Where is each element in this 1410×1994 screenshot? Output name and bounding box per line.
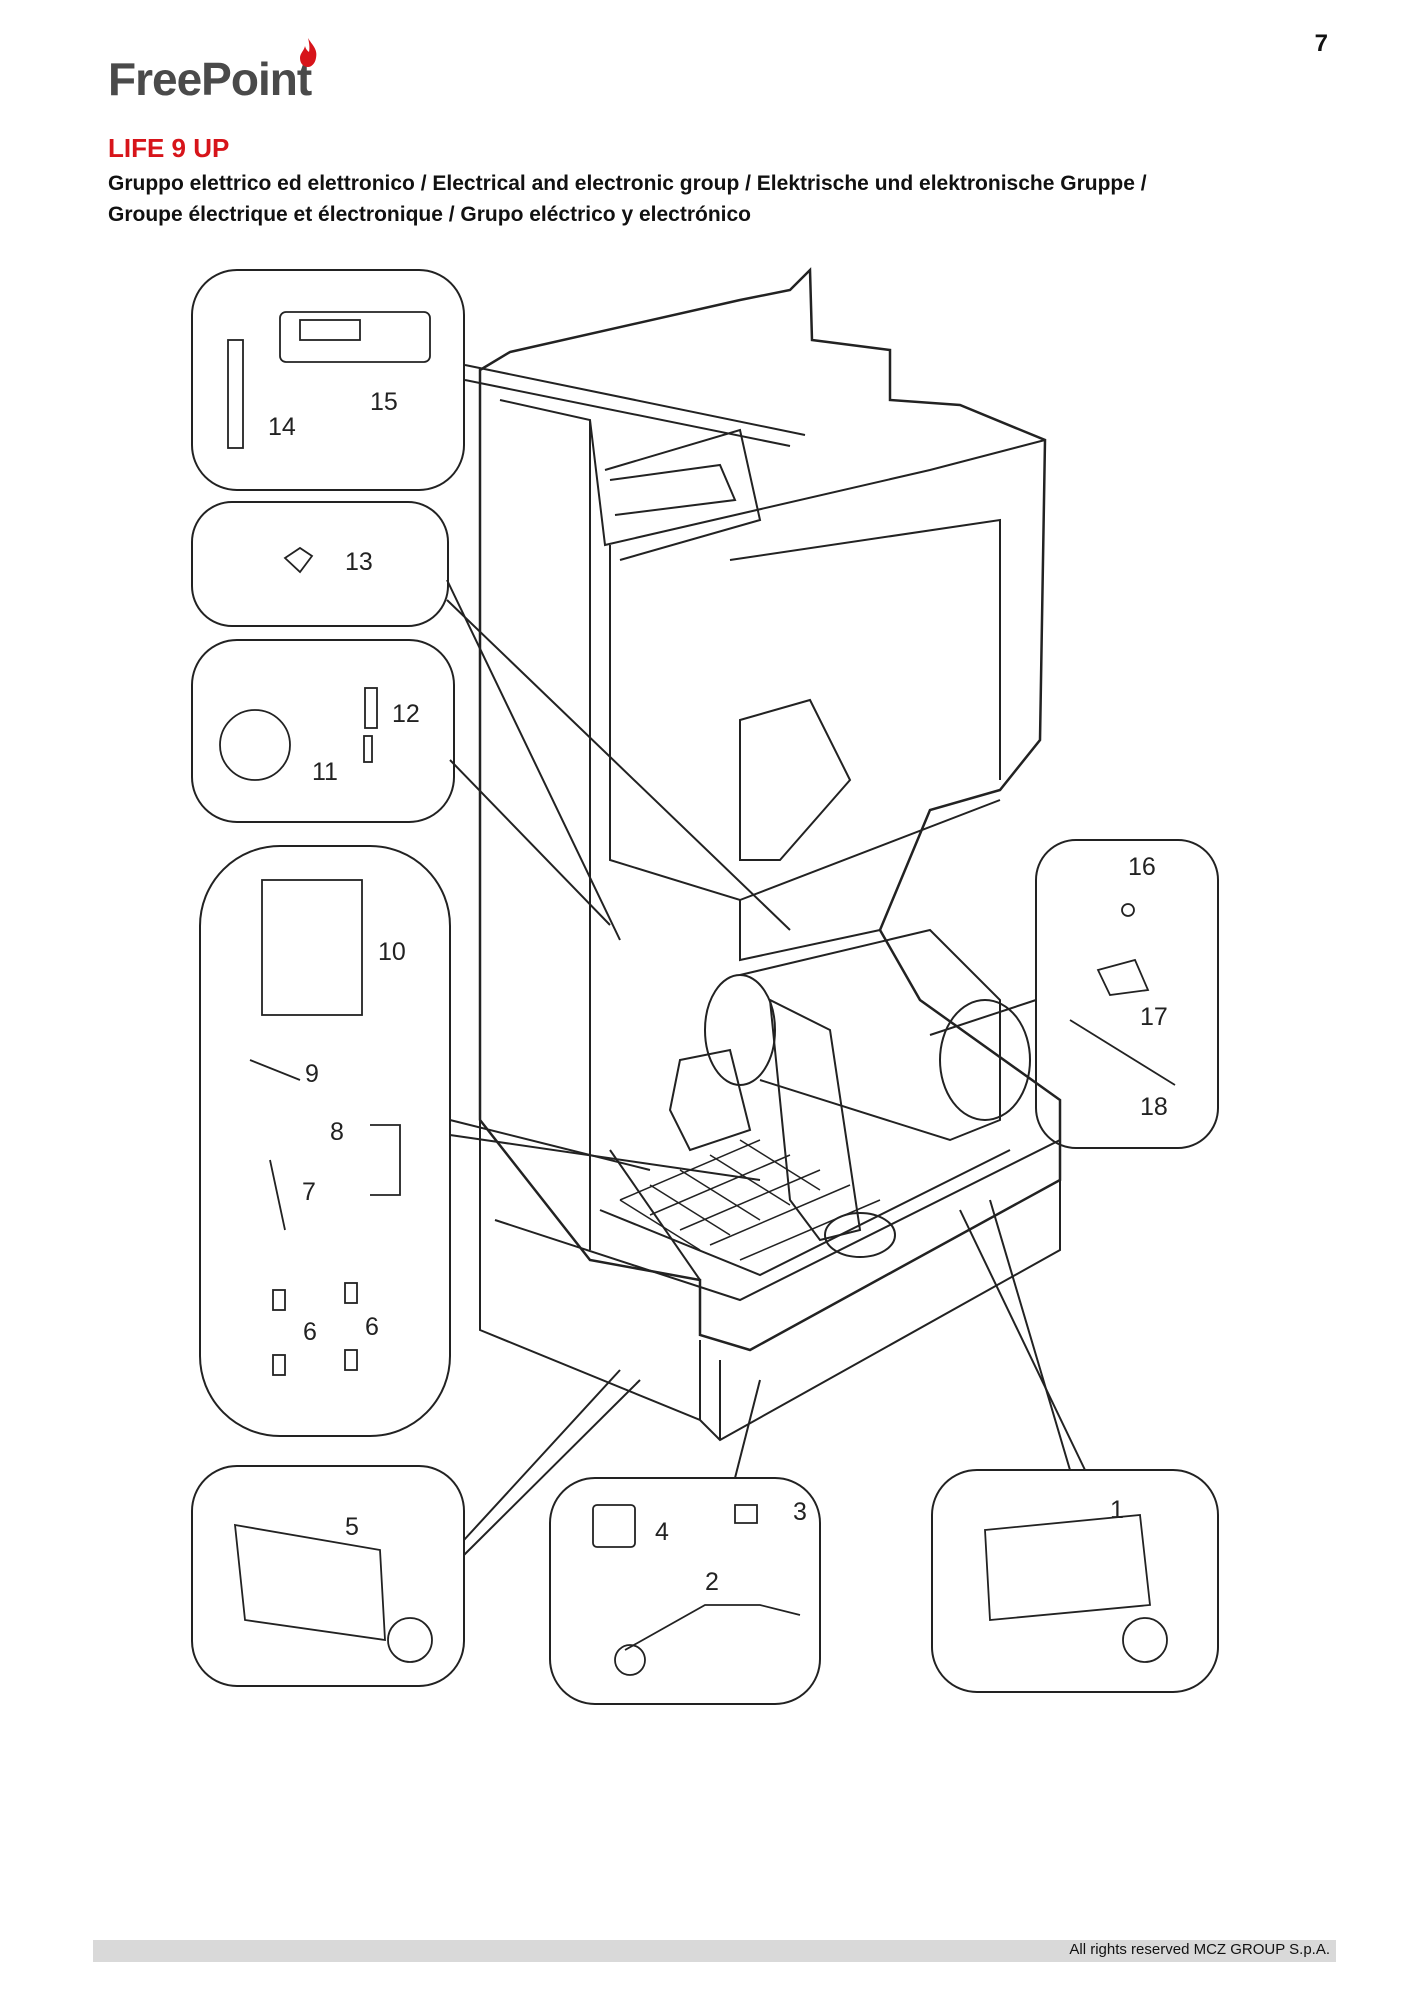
stove-body xyxy=(478,267,1062,1442)
cable-7-icon xyxy=(269,1159,286,1231)
thermostat-icon xyxy=(283,546,314,574)
cable-9-icon xyxy=(249,1059,301,1081)
callout-11: 11 xyxy=(312,758,338,786)
control-board-icon xyxy=(261,879,363,1016)
callout-14: 14 xyxy=(268,413,296,441)
bracket-17-icon xyxy=(1096,958,1150,996)
callout-box-16-18 xyxy=(1035,839,1219,1149)
switch-4-icon xyxy=(592,1504,636,1548)
power-cord-2-icon xyxy=(624,1604,801,1651)
terminal-16-icon xyxy=(1121,903,1135,917)
callout-box-1 xyxy=(931,1469,1219,1693)
bracket-icon xyxy=(227,339,244,449)
footer-bar xyxy=(93,1940,1336,1962)
callout-labels: 15 14 13 12 11 10 9 8 7 6 6 16 17 18 5 4… xyxy=(268,388,1168,1596)
callout-box-6-10 xyxy=(199,845,451,1437)
connector-8-icon xyxy=(370,1124,401,1196)
callout-4: 4 xyxy=(655,1518,669,1546)
callout-7: 7 xyxy=(302,1178,316,1206)
brand-name: FreePoint xyxy=(108,53,312,105)
callout-box-2-4 xyxy=(549,1477,821,1705)
callout-6b: 6 xyxy=(365,1313,379,1341)
brand-logo: FreePoint xyxy=(108,36,328,106)
fan-1-icon xyxy=(984,1514,1151,1621)
callout-2: 2 xyxy=(705,1568,719,1596)
callout-10: 10 xyxy=(378,938,406,966)
callout-16: 16 xyxy=(1128,853,1156,881)
section-title-line-1: Gruppo elettrico ed elettronico / Electr… xyxy=(108,172,1147,195)
callout-1: 1 xyxy=(1110,1496,1124,1524)
callout-15: 15 xyxy=(370,388,398,416)
callout-box-11-12 xyxy=(191,639,455,823)
section-title-line-2: Groupe électrique et électronique / Grup… xyxy=(108,203,752,226)
fan-5-icon xyxy=(233,1523,386,1642)
footer-copyright: All rights reserved MCZ GROUP S.p.A. xyxy=(1069,1941,1330,1958)
callout-18: 18 xyxy=(1140,1093,1168,1121)
callout-3: 3 xyxy=(793,1498,807,1526)
control-panel-icon xyxy=(279,311,431,363)
pressure-switch-icon xyxy=(219,709,291,781)
page-number: 7 xyxy=(1314,30,1328,57)
callout-6a: 6 xyxy=(303,1318,317,1346)
cable-18-icon xyxy=(1069,1019,1176,1086)
leader-lines xyxy=(446,364,1086,1556)
flue-pipe xyxy=(668,928,1031,1258)
callout-12: 12 xyxy=(392,700,420,728)
callout-17: 17 xyxy=(1140,1003,1168,1031)
callout-8: 8 xyxy=(330,1118,344,1146)
fuse-icon-a xyxy=(272,1289,286,1311)
callout-box-5 xyxy=(191,1465,465,1687)
fuse-icon-b xyxy=(344,1282,358,1304)
tube-icon xyxy=(364,687,378,729)
model-title: LIFE 9 UP xyxy=(108,133,230,163)
callout-13: 13 xyxy=(345,548,373,576)
callout-9: 9 xyxy=(305,1060,319,1088)
callout-5: 5 xyxy=(345,1513,359,1541)
flame-icon xyxy=(300,38,317,67)
grommet-3-icon xyxy=(734,1504,758,1524)
callout-box-14-15 xyxy=(191,269,465,491)
base-grid xyxy=(619,1139,881,1261)
section-title: Gruppo elettrico ed elettronico / Electr… xyxy=(108,168,1338,230)
callout-box-13 xyxy=(191,501,449,627)
